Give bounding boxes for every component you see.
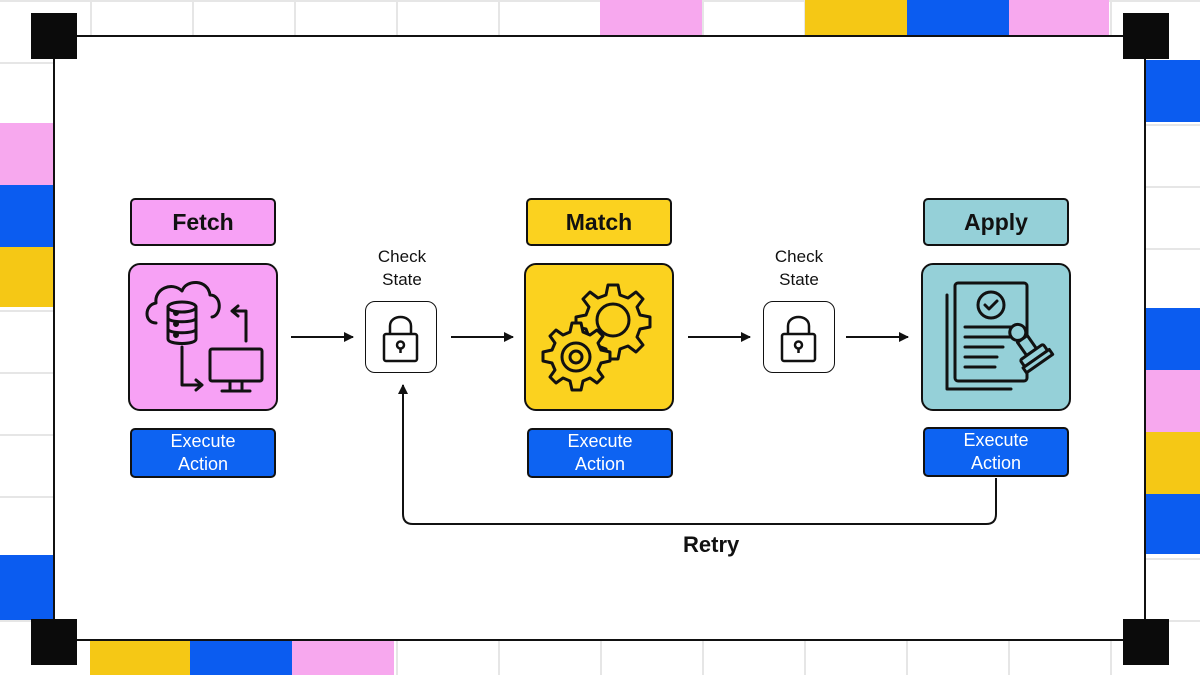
deco-tile-yellow-left [0, 247, 54, 307]
deco-tile-yellow-right [1146, 432, 1200, 494]
action-line1: Execute [567, 431, 633, 451]
action-line2: Action [177, 454, 229, 474]
execute-action-apply: Execute Action [923, 427, 1069, 477]
retry-label: Retry [683, 532, 740, 557]
stage-title-text: Apply [964, 208, 1028, 235]
deco-tile-blue-top [907, 0, 1009, 36]
execute-action-fetch: Execute Action [130, 428, 276, 478]
stage-title-fetch: Fetch [130, 198, 276, 246]
lock-icon [382, 315, 419, 363]
action-line2: Action [970, 453, 1022, 473]
action-line1: Execute [963, 430, 1029, 450]
deco-tile-blue-bottom [190, 640, 292, 675]
deco-tile-pink-top [600, 0, 702, 36]
corner-square-tr [1123, 13, 1169, 59]
check-state-label-1: Check State [342, 245, 462, 291]
stage-title-apply: Apply [923, 198, 1069, 246]
deco-tile-blue-right2 [1146, 308, 1200, 370]
deco-tile-blue-right3 [1146, 494, 1200, 554]
action-line1: Execute [170, 431, 236, 451]
check-state-box-1 [365, 301, 437, 373]
corner-square-bl [31, 619, 77, 665]
deco-tile-blue-left [0, 185, 54, 247]
lock-icon [780, 315, 817, 363]
check-line1: Check [377, 247, 427, 266]
stage-title-text: Match [565, 208, 633, 235]
stage-icon-box-apply [921, 263, 1071, 411]
execute-action-match: Execute Action [527, 428, 673, 478]
corner-square-br [1123, 619, 1169, 665]
deco-tile-blue-left2 [0, 555, 54, 620]
stage-title-text: Fetch [172, 208, 234, 235]
retry-arrow [398, 384, 997, 525]
check-line2: State [779, 270, 819, 289]
deco-tile-pink-right [1146, 370, 1200, 432]
check-line2: State [382, 270, 422, 289]
deco-tile-pink-left [0, 123, 54, 185]
deco-tile-blue-right [1146, 60, 1200, 122]
cloud-database-transfer-icon [145, 281, 264, 393]
gears-icon [541, 283, 652, 392]
corner-square-tl [31, 13, 77, 59]
check-state-label-2: Check State [739, 245, 859, 291]
stage-icon-box-match [524, 263, 674, 411]
deco-tile-yellow-top [805, 0, 907, 36]
action-line2: Action [574, 454, 626, 474]
deco-tile-pink-bottom [292, 640, 394, 675]
check-state-box-2 [763, 301, 835, 373]
stage-icon-box-fetch [128, 263, 278, 411]
approved-document-stamp-icon [945, 281, 1055, 391]
stage-title-match: Match [526, 198, 672, 246]
deco-tile-yellow-bottom [90, 640, 190, 675]
deco-tile-pink-top2 [1009, 0, 1109, 36]
check-line1: Check [774, 247, 824, 266]
